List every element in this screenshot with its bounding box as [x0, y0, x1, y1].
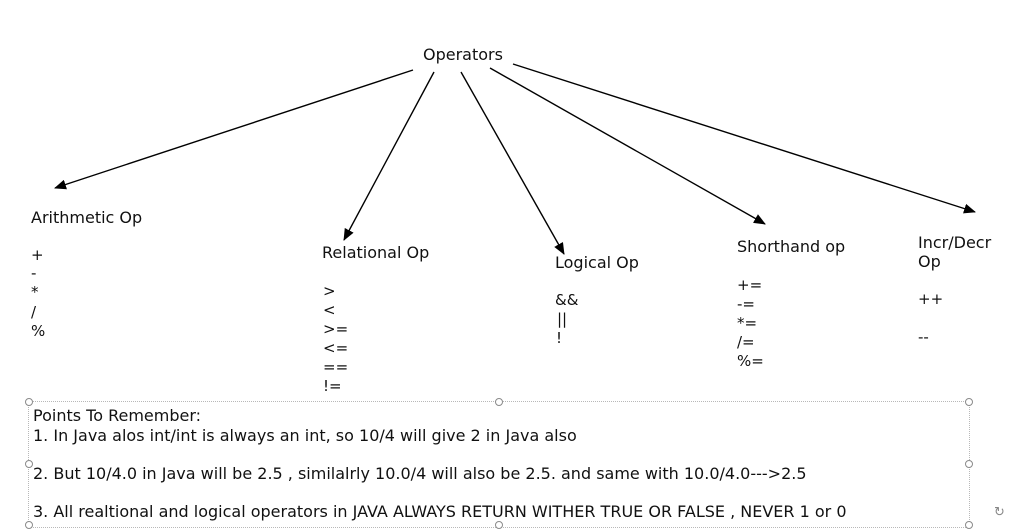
shorthand-op-div-eq: /=: [737, 333, 755, 351]
notes-heading: Points To Remember:: [33, 406, 202, 425]
shorthand-op-minus-eq: -=: [737, 295, 755, 313]
node-arithmetic-title: Arithmetic Op: [31, 208, 143, 227]
shorthand-op-plus-eq: +=: [737, 276, 763, 294]
resize-handle-middle-right[interactable]: [965, 460, 973, 468]
arrow-to-incrdecr: [512, 63, 976, 214]
node-relational-title: Relational Op: [322, 243, 430, 262]
resize-handle-top-middle[interactable]: [495, 398, 503, 406]
resize-handle-bottom-middle[interactable]: [495, 521, 503, 529]
node-shorthand-title: Shorthand op: [737, 237, 846, 256]
relational-op-neq: !=: [323, 377, 342, 395]
node-logical-title: Logical Op: [555, 253, 639, 272]
logical-op-not: !: [556, 329, 563, 347]
node-incrdecr-title-line1: Incr/Decr: [918, 233, 992, 252]
shorthand-op-mult-eq: *=: [737, 314, 758, 332]
node-incrdecr-title-line2: Op: [918, 252, 941, 271]
relational-op-gt: >: [323, 282, 336, 300]
resize-handle-top-right[interactable]: [965, 398, 973, 406]
arrow-to-arithmetic: [54, 69, 414, 190]
note-point-2: 2. But 10/4.0 in Java will be 2.5 , simi…: [33, 464, 807, 483]
resize-handle-top-left[interactable]: [25, 398, 33, 406]
note-point-1: 1. In Java alos int/int is always an int…: [33, 426, 577, 445]
note-point-3: 3. All realtional and logical operators …: [33, 502, 847, 521]
incrdecr-op-increment: ++: [918, 290, 944, 308]
arithmetic-op-plus: +: [31, 246, 44, 264]
logical-op-and: &&: [555, 291, 579, 309]
arithmetic-op-multiply: *: [31, 283, 39, 301]
relational-op-lt: <: [323, 301, 336, 319]
logical-op-or: ||: [557, 310, 568, 328]
relational-op-gte: >=: [323, 320, 349, 338]
arrow-to-shorthand: [489, 67, 766, 225]
rotate-icon[interactable]: ↻: [994, 505, 1005, 520]
arithmetic-op-divide: /: [31, 303, 37, 321]
arrow-to-logical: [460, 71, 565, 255]
relational-op-lte: <=: [323, 339, 349, 357]
relational-op-eq: ==: [323, 358, 349, 376]
incrdecr-op-decrement: --: [918, 328, 929, 346]
arithmetic-op-modulo: %: [31, 322, 46, 340]
root-node-operators: Operators: [423, 45, 503, 64]
shorthand-op-mod-eq: %=: [737, 352, 764, 370]
resize-handle-bottom-left[interactable]: [25, 521, 33, 529]
arithmetic-op-minus: -: [31, 264, 37, 282]
resize-handle-middle-left[interactable]: [25, 460, 33, 468]
arrow-to-relational: [343, 71, 435, 241]
resize-handle-bottom-right[interactable]: [965, 521, 973, 529]
